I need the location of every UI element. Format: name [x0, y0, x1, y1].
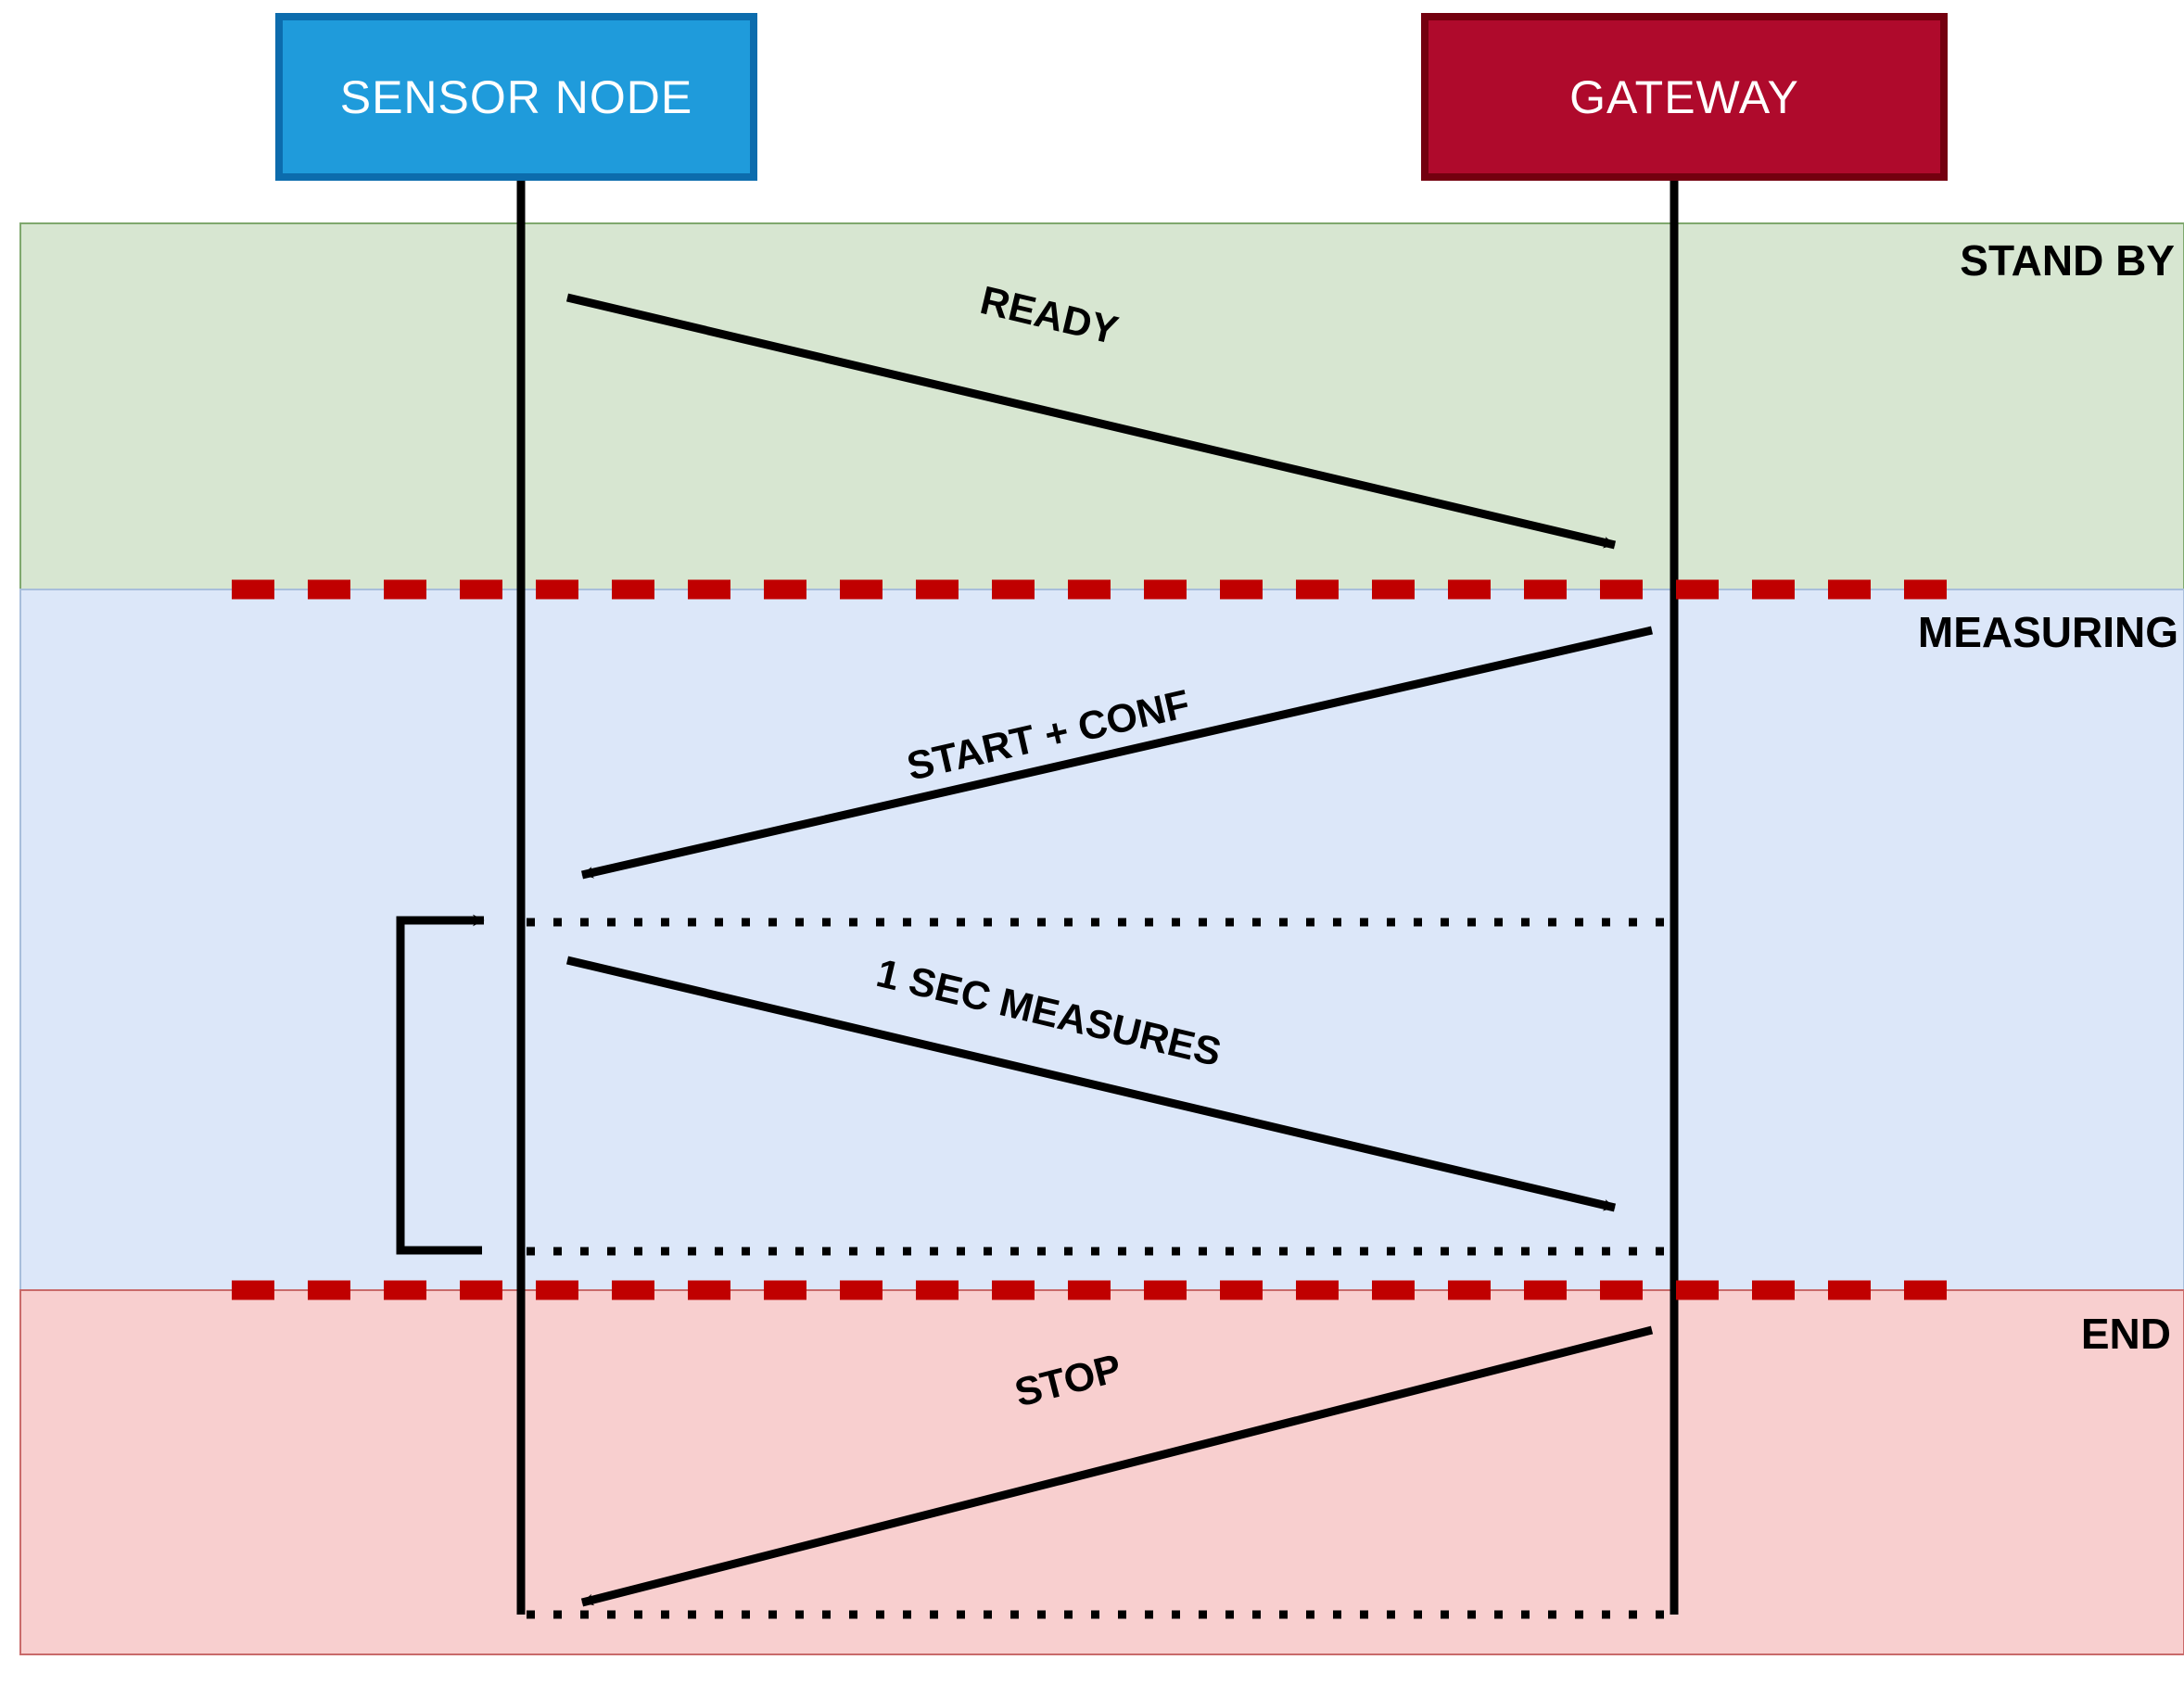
phase-label-measuring: MEASURING — [1917, 608, 2178, 656]
actor-box-sensor-node[interactable]: SENSOR NODE — [275, 13, 757, 181]
phase-band-measuring — [19, 589, 2184, 1291]
actor-label-gateway: GATEWAY — [1569, 70, 1799, 123]
message-arrow-start-conf — [580, 626, 1654, 880]
message-arrow-1-sec-measures — [565, 956, 1617, 1212]
actor-label-sensor-node: SENSOR NODE — [339, 70, 693, 123]
phase-label-end: END — [2080, 1310, 2171, 1358]
actor-box-gateway[interactable]: GATEWAY — [1421, 13, 1948, 181]
self-loop-sensor-node — [396, 914, 485, 1255]
message-arrow-stop — [580, 1325, 1654, 1607]
message-arrow-ready — [565, 293, 1617, 550]
phase-label-stand-by: STAND BY — [1960, 236, 2175, 285]
phase-band-stand-by — [19, 222, 2184, 590]
